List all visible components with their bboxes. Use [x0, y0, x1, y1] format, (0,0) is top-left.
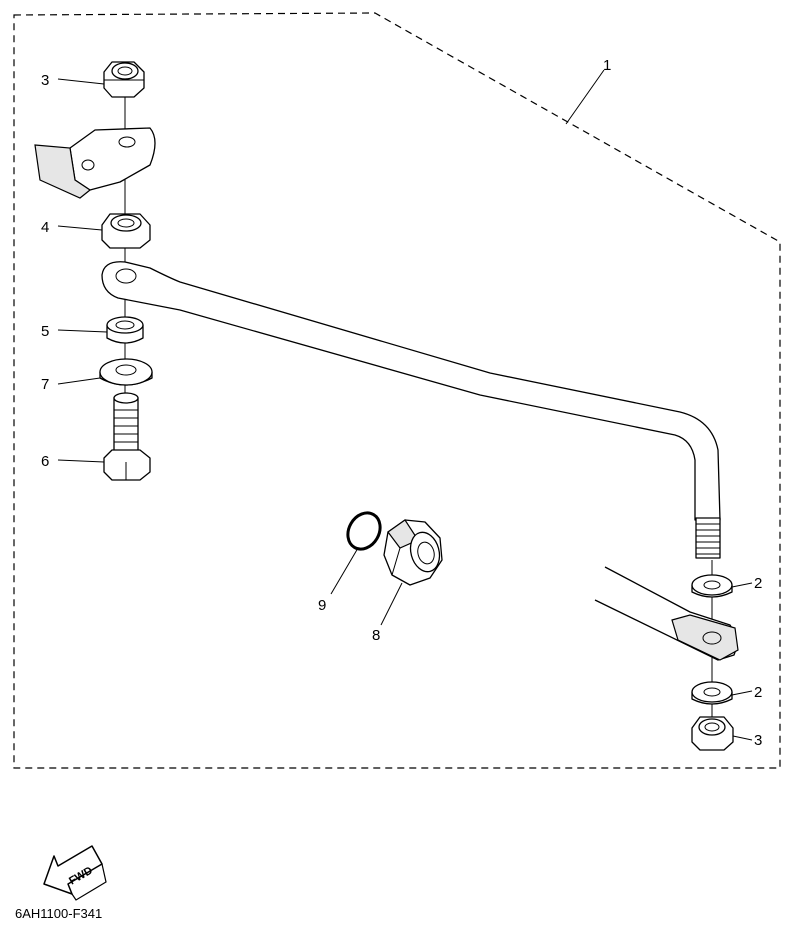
assembly-boundary: [13, 12, 781, 769]
callout-7: 7: [41, 376, 49, 393]
callout-3-bottom: 3: [754, 732, 762, 749]
callout-2-upper: 2: [754, 575, 762, 592]
collar-5: [106, 316, 144, 344]
callout-5: 5: [41, 323, 49, 340]
o-ring-9: [346, 511, 382, 551]
nut-8: [383, 519, 443, 586]
nut-4: [101, 213, 151, 249]
fwd-arrow-icon: FWD: [43, 845, 107, 901]
steering-rod: [101, 261, 721, 559]
callout-8: 8: [372, 627, 380, 644]
nut-3-bottom: [691, 716, 734, 751]
washer-2-upper: [691, 574, 733, 598]
leader-lines: [57, 69, 753, 741]
callout-9: 9: [318, 597, 326, 614]
callout-6: 6: [41, 453, 49, 470]
callout-4: 4: [41, 219, 49, 236]
rod-thread: [695, 517, 721, 559]
bracket-plate: [34, 127, 156, 199]
callout-1: 1: [603, 57, 611, 74]
drawing-code: 6AH1100-F341: [15, 906, 102, 921]
washer-2-lower: [691, 681, 733, 705]
bolt-6: [103, 392, 151, 481]
callout-2-lower: 2: [754, 684, 762, 701]
steering-arm: [594, 566, 739, 661]
washer-7: [99, 358, 153, 386]
nut-3-top: [103, 61, 145, 98]
callout-3-top: 3: [41, 72, 49, 89]
